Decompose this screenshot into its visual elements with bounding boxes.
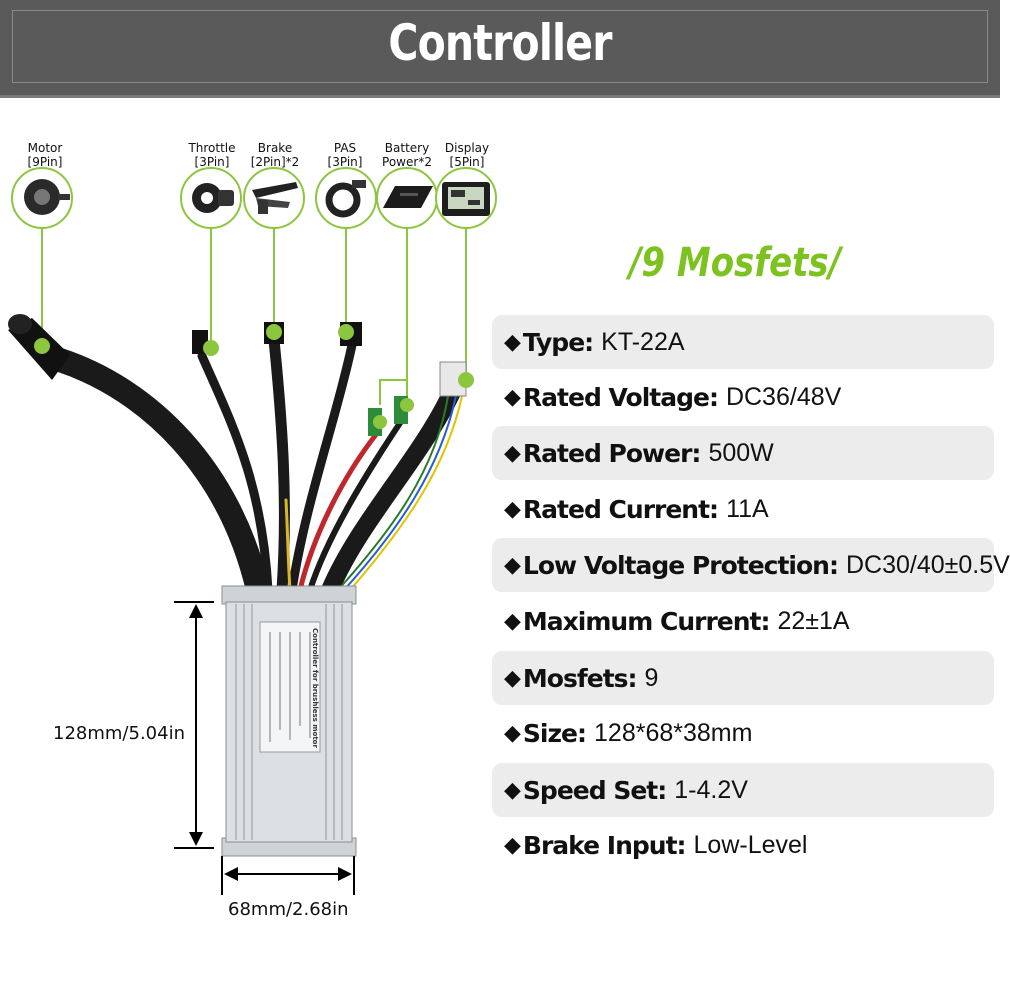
brake-label-name: Brake <box>257 141 293 155</box>
width-dimension <box>221 856 355 895</box>
spec-value: DC36/48V <box>725 382 842 411</box>
diamond-bullet-icon: ◆ <box>504 665 521 690</box>
height-dimension <box>174 601 214 849</box>
spec-key: Rated Voltage: <box>522 382 719 412</box>
spec-value: KT-22A <box>601 327 685 356</box>
spec-key: Type: <box>522 327 594 357</box>
spec-row-brake-input: ◆ Brake Input: Low-Level <box>492 818 994 872</box>
spec-value: 11A <box>726 494 769 523</box>
brake-connector-label: Brake [2Pin]*2 <box>230 141 320 169</box>
spec-row-low-voltage-protection: ◆ Low Voltage Protection: DC30/40±0.5V <box>492 538 1010 592</box>
battery-label-name: Battery <box>384 141 430 155</box>
page-title: Controller <box>388 14 612 72</box>
controller-housing <box>221 585 357 857</box>
throttle-connector-label: Throttle [3Pin] <box>167 141 257 169</box>
header-frame <box>12 10 988 83</box>
brake-lever-icon <box>243 167 305 229</box>
spec-key: Size: <box>522 718 587 748</box>
spec-value: 22±1A <box>777 606 850 635</box>
height-dimension-label: 128mm/5.04in <box>53 723 185 744</box>
spec-value: DC30/40±0.5V <box>845 550 1010 579</box>
spec-key: Mosfets: <box>522 663 638 693</box>
display-connector-label: Display [5Pin] <box>422 141 512 169</box>
spec-row-rated-current: ◆ Rated Current: 11A <box>492 482 994 536</box>
spec-row-rated-voltage: ◆ Rated Voltage: DC36/48V <box>492 370 994 424</box>
battery-connector-label: Battery Power*2 <box>362 141 452 169</box>
spec-value: 128*68*38mm <box>594 718 753 747</box>
cable-bundle <box>48 334 463 602</box>
pas-connector-label: PAS [3Pin] <box>300 141 390 169</box>
spec-value: Low-Level <box>693 830 808 859</box>
throttle-label-pins: [3Pin] <box>194 155 230 169</box>
throttle-connector-icon <box>180 167 242 229</box>
diamond-bullet-icon: ◆ <box>504 496 521 521</box>
spec-key: Maximum Current: <box>522 606 771 636</box>
header-bar: Controller <box>0 0 1000 98</box>
diamond-bullet-icon: ◆ <box>504 608 521 633</box>
connection-dots <box>34 324 474 429</box>
diamond-bullet-icon: ◆ <box>504 384 521 409</box>
spec-key: Rated Current: <box>522 494 719 524</box>
motor-label-name: Motor <box>27 141 63 155</box>
battery-icon <box>376 167 438 229</box>
spec-row-speed-set: ◆ Speed Set: 1-4.2V <box>492 763 994 817</box>
spec-row-size: ◆ Size: 128*68*38mm <box>492 706 994 760</box>
pas-label-pins: [3Pin] <box>327 155 363 169</box>
display-label-pins: [5Pin] <box>449 155 485 169</box>
mosfet-subtitle: /9 Mosfets/ <box>628 240 842 286</box>
spec-row-maximum-current: ◆ Maximum Current: 22±1A <box>492 594 994 648</box>
diamond-bullet-icon: ◆ <box>504 720 521 745</box>
pas-sensor-icon <box>315 167 377 229</box>
spec-value: 9 <box>644 663 659 692</box>
spec-row-mosfets: ◆ Mosfets: 9 <box>492 651 994 705</box>
diamond-bullet-icon: ◆ <box>504 777 521 802</box>
spec-key: Rated Power: <box>522 438 702 468</box>
spec-row-type: ◆ Type: KT-22A <box>492 315 994 369</box>
brake-label-pins: [2Pin]*2 <box>250 155 300 169</box>
spec-value: 1-4.2V <box>674 775 748 804</box>
diamond-bullet-icon: ◆ <box>504 440 521 465</box>
motor-label-pins: [9Pin] <box>27 155 63 169</box>
controller-label-text: Controller for brushless motor <box>311 628 319 748</box>
spec-key: Brake Input: <box>522 830 687 860</box>
display-icon <box>435 167 497 229</box>
spec-key: Low Voltage Protection: <box>522 550 839 580</box>
display-label-name: Display <box>444 141 490 155</box>
battery-label-pins: Power*2 <box>382 155 432 169</box>
spec-value: 500W <box>708 438 774 467</box>
motor-connector-icon <box>11 167 73 229</box>
throttle-label-name: Throttle <box>188 141 236 155</box>
pas-label-name: PAS <box>333 141 357 155</box>
spec-key: Speed Set: <box>522 775 667 805</box>
motor-connector-label: Motor [9Pin] <box>0 141 90 169</box>
diamond-bullet-icon: ◆ <box>504 329 521 354</box>
diamond-bullet-icon: ◆ <box>504 832 521 857</box>
leader-lines <box>41 228 467 405</box>
width-dimension-label: 68mm/2.68in <box>228 899 349 920</box>
diamond-bullet-icon: ◆ <box>504 552 521 577</box>
spec-row-rated-power: ◆ Rated Power: 500W <box>492 426 994 480</box>
